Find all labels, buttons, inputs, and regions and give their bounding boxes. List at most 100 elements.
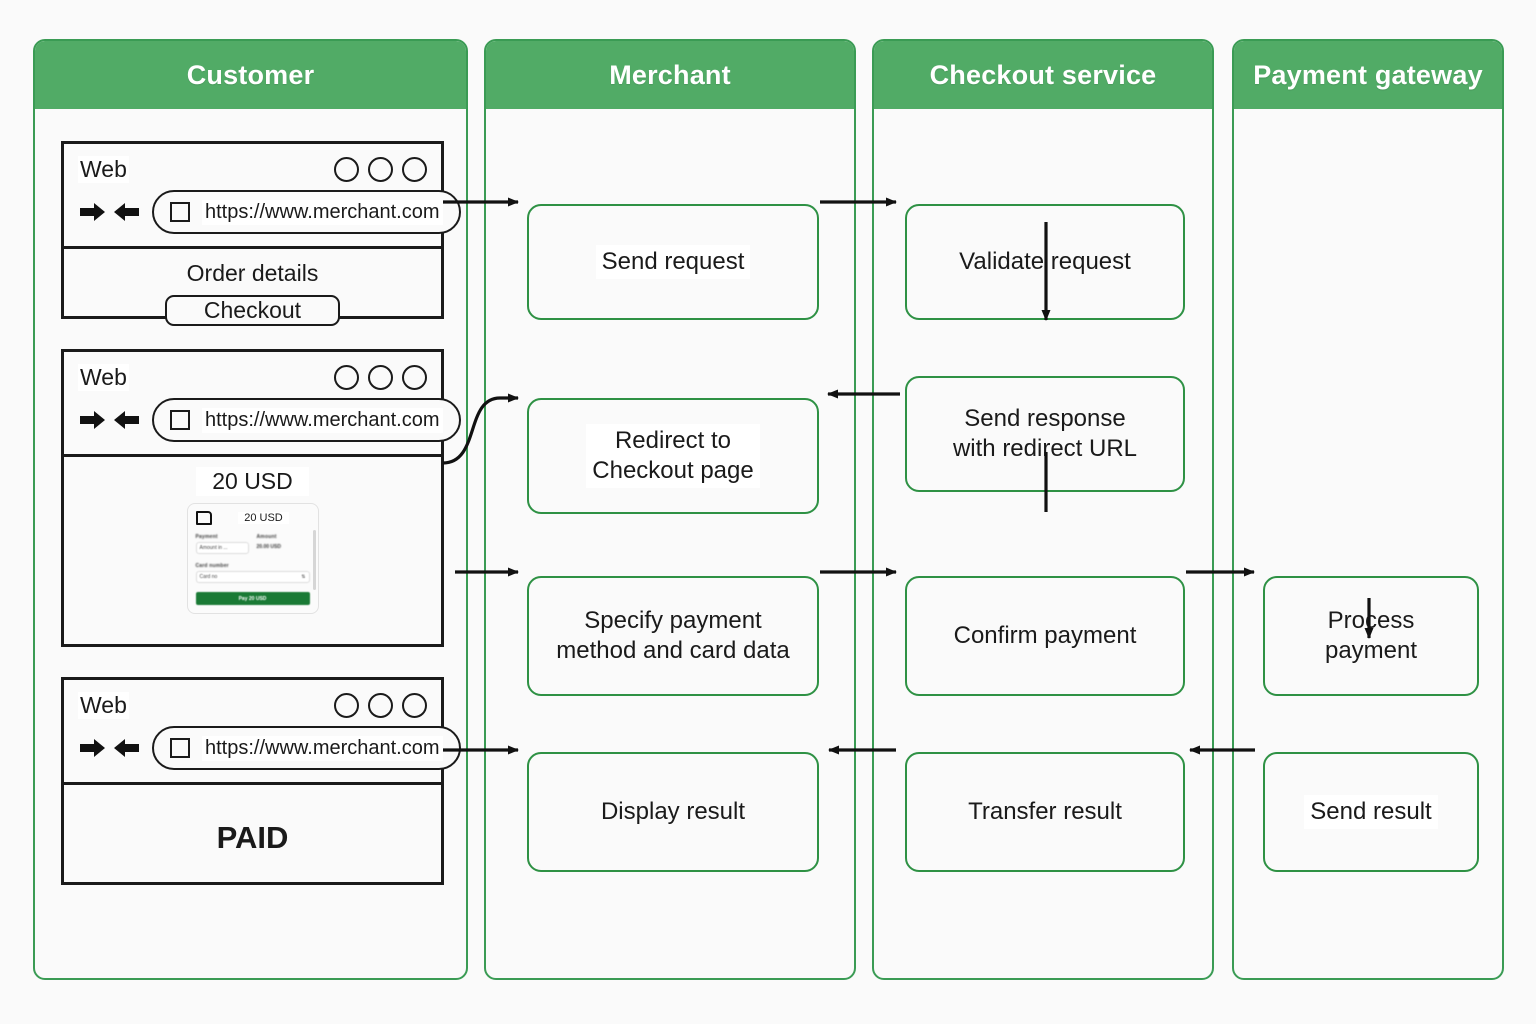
process-box-send-request[interactable]: Send request — [527, 204, 819, 320]
checkout-widget-card[interactable]: 20 USD Payment Amount in ... Amount — [186, 503, 319, 614]
checkout-button[interactable]: Checkout — [165, 295, 340, 326]
browser-chrome: Web — [64, 680, 461, 785]
process-box-label: Validate request — [959, 247, 1131, 275]
swimlane-header-customer: Customer — [35, 41, 466, 109]
forward-arrow-icon[interactable] — [112, 199, 142, 225]
swimlane-body-merchant: Send request Redirect to Checkout page S… — [486, 109, 854, 978]
widget-right-label: Amount — [256, 534, 277, 540]
window-minimize-icon[interactable] — [334, 364, 359, 390]
forward-arrow-icon[interactable] — [112, 407, 142, 433]
process-box-label: Transfer result — [968, 797, 1122, 825]
widget-right-value: 20.00 USD — [256, 544, 281, 550]
process-box-validate-request[interactable]: Validate request — [905, 204, 1185, 320]
browser-title: Web — [78, 363, 129, 391]
widget-card-input[interactable]: Card no ⇅ — [195, 571, 310, 583]
payment-status-badge: PAID — [216, 820, 289, 855]
address-bar[interactable]: https://www.merchant.com — [152, 398, 461, 442]
process-box-label: Send response with redirect URL — [952, 404, 1138, 462]
window-minimize-icon[interactable] — [334, 156, 359, 182]
address-bar[interactable]: https://www.merchant.com — [152, 726, 461, 770]
process-box-label: Display result — [600, 797, 746, 825]
widget-right-column: Amount 20.00 USD — [257, 534, 310, 554]
swimlane-merchant: Merchant Send request Redirect to Checko… — [484, 39, 856, 980]
process-box-label: Send request — [595, 244, 751, 280]
swimlane-title: Checkout service — [929, 59, 1157, 90]
back-arrow-icon[interactable] — [78, 407, 108, 433]
widget-left-column: Payment Amount in ... — [195, 534, 249, 554]
window-maximize-icon[interactable] — [368, 692, 393, 718]
process-box-process-payment[interactable]: Process payment — [1263, 576, 1479, 696]
widget-card-value: Card no — [199, 574, 218, 580]
address-bar-url: https://www.merchant.com — [202, 407, 443, 433]
swimlane-title: Payment gateway — [1253, 59, 1483, 90]
widget-left-value: Amount in ... — [199, 545, 228, 551]
browser-content-order: Order details Checkout — [64, 249, 441, 326]
widget-left-label: Payment — [195, 534, 218, 540]
window-controls[interactable] — [334, 364, 427, 390]
process-box-label: Process payment — [1324, 606, 1418, 664]
swimlane-payment-gateway: Payment gateway Process payment Send res… — [1232, 39, 1504, 980]
swimlane-header-checkout-service: Checkout service — [874, 41, 1212, 109]
swimlane-body-payment-gateway: Process payment Send result — [1234, 109, 1502, 978]
swimlane-title: Customer — [186, 59, 315, 90]
widget-pay-button[interactable]: Pay 20 USD — [195, 592, 310, 605]
forward-arrow-icon[interactable] — [112, 735, 142, 761]
process-box-label: Confirm payment — [953, 621, 1137, 649]
order-details-title: Order details — [186, 260, 319, 286]
browser-title-row: Web — [78, 688, 427, 722]
widget-stepper-icon[interactable]: ⇅ — [301, 574, 306, 580]
window-minimize-icon[interactable] — [334, 692, 359, 718]
process-box-confirm-payment[interactable]: Confirm payment — [905, 576, 1185, 696]
process-box-specify-payment-method[interactable]: Specify payment method and card data — [527, 576, 819, 696]
widget-card-field-group: Card number Card no ⇅ — [195, 563, 310, 583]
window-controls[interactable] — [334, 692, 427, 718]
checkout-amount-heading: 20 USD — [196, 467, 309, 496]
swimlane-body-customer: Web — [35, 109, 466, 978]
browser-chrome: Web — [64, 144, 461, 249]
window-maximize-icon[interactable] — [368, 156, 393, 182]
address-bar-url: https://www.merchant.com — [202, 199, 443, 225]
window-close-icon[interactable] — [402, 156, 427, 182]
widget-left-field[interactable]: Amount in ... — [195, 542, 249, 554]
page-info-icon — [170, 738, 190, 758]
page-info-icon — [170, 410, 190, 430]
browser-nav-arrows[interactable] — [78, 407, 142, 433]
page-info-icon — [170, 202, 190, 222]
widget-header: 20 USD — [195, 511, 310, 525]
process-box-transfer-result[interactable]: Transfer result — [905, 752, 1185, 872]
address-bar[interactable]: https://www.merchant.com — [152, 190, 461, 234]
swimlane-body-checkout-service: Validate request Send response with redi… — [874, 109, 1212, 978]
process-box-send-result[interactable]: Send result — [1263, 752, 1479, 872]
browser-nav-row: https://www.merchant.com — [78, 190, 461, 234]
browser-content-checkout: 20 USD 20 USD Payment Amount in ... — [64, 457, 441, 645]
window-close-icon[interactable] — [402, 364, 427, 390]
process-box-display-result[interactable]: Display result — [527, 752, 819, 872]
swimlane-header-payment-gateway: Payment gateway — [1234, 41, 1502, 109]
process-box-label: Redirect to Checkout page — [586, 423, 760, 489]
browser-nav-row: https://www.merchant.com — [78, 398, 461, 442]
window-maximize-icon[interactable] — [368, 364, 393, 390]
swimlane-customer: Customer Web — [33, 39, 468, 980]
browser-mockup-order[interactable]: Web — [61, 141, 461, 326]
swimlane-checkout-service: Checkout service Validate request Send r… — [872, 39, 1214, 980]
browser-nav-arrows[interactable] — [78, 199, 142, 225]
browser-chrome: Web — [64, 352, 461, 457]
widget-scrollbar[interactable] — [312, 530, 316, 590]
widget-amount: 20 USD — [238, 512, 289, 524]
process-box-label: Specify payment method and card data — [556, 606, 790, 664]
process-box-redirect-to-checkout-page[interactable]: Redirect to Checkout page — [527, 398, 819, 514]
browser-title-row: Web — [78, 360, 427, 394]
address-bar-url: https://www.merchant.com — [202, 735, 443, 761]
window-close-icon[interactable] — [402, 692, 427, 718]
back-arrow-icon[interactable] — [78, 735, 108, 761]
widget-field-label: Card number — [195, 563, 229, 569]
window-controls[interactable] — [334, 156, 427, 182]
browser-mockup-checkout[interactable]: Web — [61, 349, 461, 647]
browser-title: Web — [78, 155, 129, 183]
back-arrow-icon[interactable] — [78, 199, 108, 225]
process-box-send-response-redirect-url[interactable]: Send response with redirect URL — [905, 376, 1185, 492]
card-logo-icon — [195, 511, 212, 525]
browser-mockup-paid[interactable]: Web — [61, 677, 461, 885]
browser-nav-arrows[interactable] — [78, 735, 142, 761]
